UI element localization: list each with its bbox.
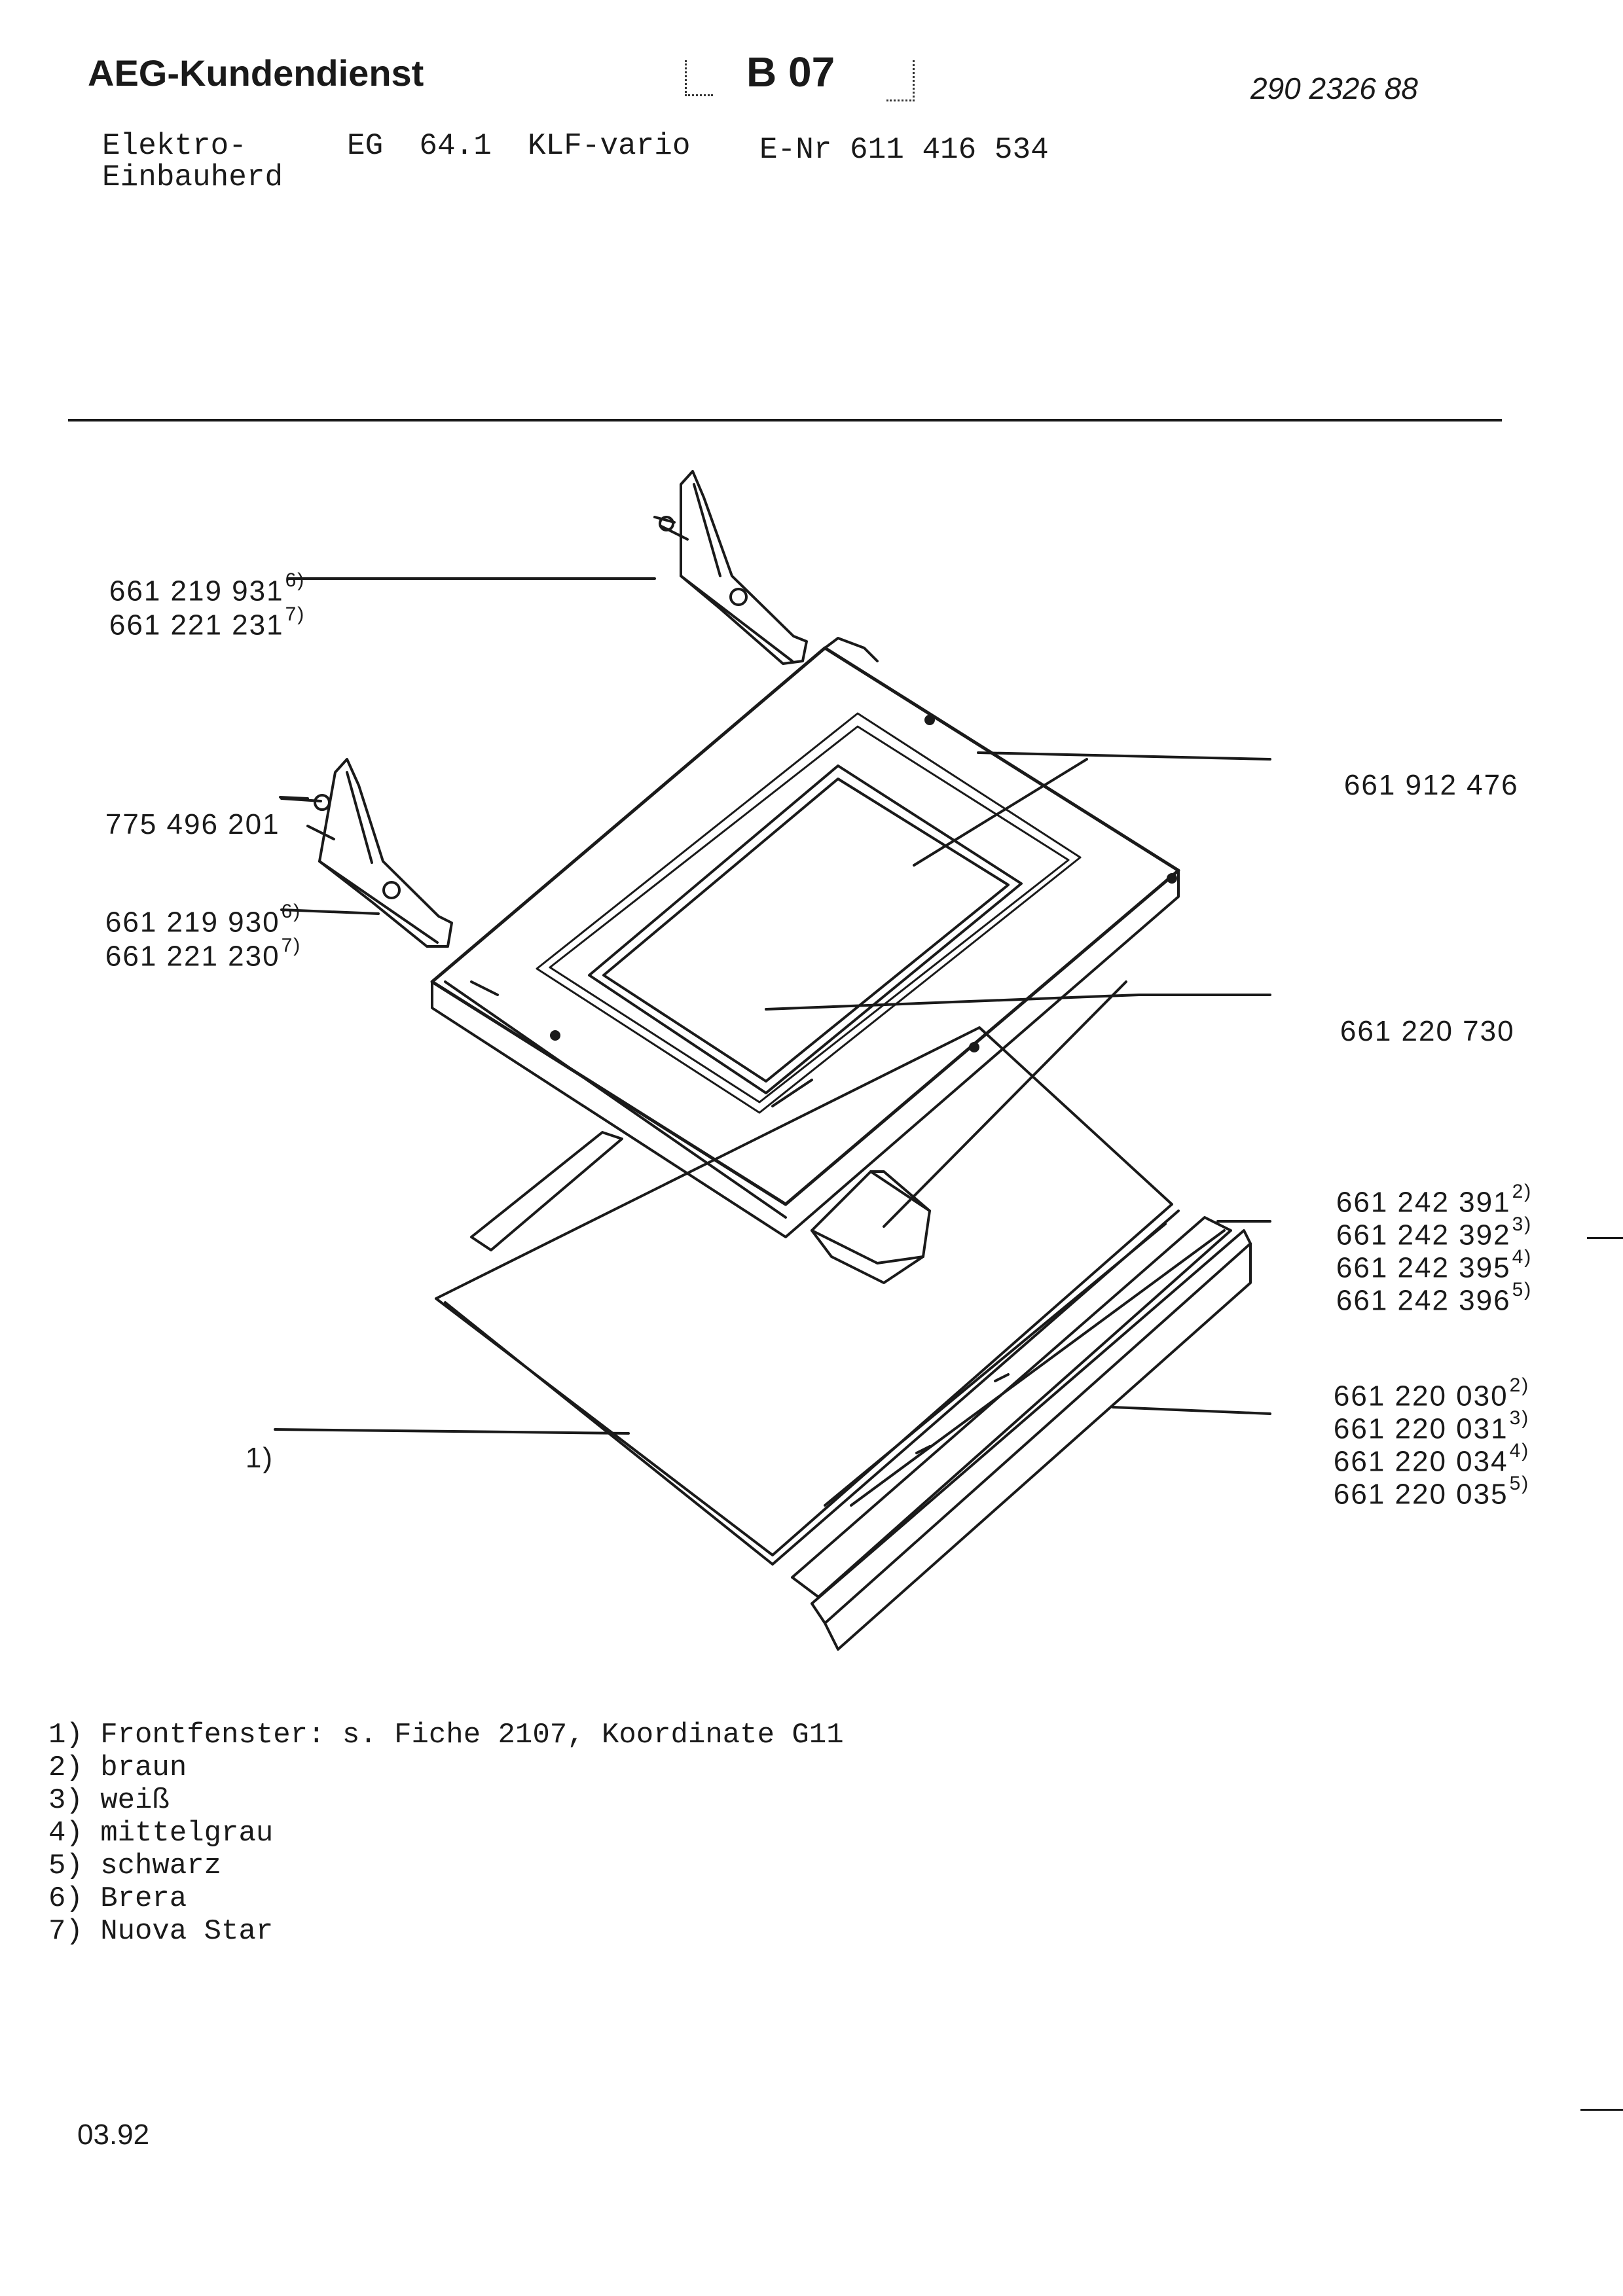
footnote-marker: 1) (48, 1719, 83, 1751)
section-bracket-right (886, 60, 915, 101)
footnote-marker: 4) (48, 1817, 83, 1850)
hinge-left-drawing (280, 758, 453, 948)
part-label-strip-b: 661 220 0313) (1296, 1384, 1529, 1473)
footnote-text: weiß (100, 1784, 170, 1817)
revision-date: 03.92 (77, 2119, 150, 2151)
footnote-text: mittelgrau (100, 1817, 274, 1850)
footnote-text: schwarz (100, 1850, 222, 1882)
footnote-ref: 7) (285, 603, 306, 625)
footnote-ref: 5) (1509, 1473, 1530, 1494)
footnote-ref: 5) (1512, 1279, 1533, 1300)
footnote-2: 2) braun (48, 1751, 187, 1784)
footnote-text: Brera (100, 1882, 187, 1915)
part-label-hinge-left-b: 661 221 2307) (68, 911, 301, 1000)
product-type-line2: Einbauherd (102, 160, 283, 194)
part-number: 661 242 396 (1336, 1284, 1511, 1317)
part-label-hinge-right-a: 661 219 9316) (72, 546, 305, 635)
part-label-handle-d: 661 242 3965) (1299, 1255, 1532, 1344)
footnote-ref: 3) (1512, 1213, 1533, 1235)
footnote-1: 1) Frontfenster: s. Fiche 2107, Koordina… (48, 1719, 844, 1751)
footnote-ref: 6) (285, 569, 306, 591)
part-number: 661 242 391 (1336, 1186, 1511, 1219)
part-number: 661 220 030 (1333, 1380, 1508, 1412)
part-number: 661 242 395 (1336, 1251, 1511, 1284)
footnote-ref: 1) (245, 1442, 274, 1474)
model-designation: EG 64.1 KLF-vario (347, 129, 691, 163)
footnote-ref: 2) (1509, 1374, 1530, 1396)
e-number: E-Nr 611 416 534 (759, 133, 1049, 167)
footnote-ref: 6) (281, 901, 302, 922)
document-number: 290 2326 88 (1250, 71, 1418, 105)
bottom-strip-drawing (791, 1216, 1252, 1651)
part-label-strip-d: 661 220 0355) (1296, 1449, 1529, 1538)
footnote-marker: 6) (48, 1882, 83, 1915)
part-number: 661 220 031 (1333, 1412, 1508, 1445)
exploded-view-drawing (274, 470, 1271, 1651)
part-number: 661 221 231 (109, 609, 284, 641)
footnote-4: 4) mittelgrau (48, 1817, 273, 1850)
door-frame-drawing (430, 637, 1180, 1238)
part-label-strip-c: 661 220 0344) (1296, 1416, 1529, 1505)
footnote-5: 5) schwarz (48, 1850, 221, 1882)
part-number: 661 219 930 (105, 906, 280, 939)
header-rule (68, 419, 1502, 422)
part-number: 661 219 931 (109, 575, 284, 607)
section-bracket-left (685, 60, 713, 96)
part-number: 661 912 476 (1343, 769, 1519, 801)
footnote-ref: 2) (1512, 1181, 1533, 1202)
part-number: 661 220 730 (1340, 1015, 1515, 1047)
part-number: 661 220 035 (1333, 1478, 1508, 1511)
footnote-ref: 4) (1509, 1440, 1530, 1462)
part-label-handle-b: 661 242 3923) (1299, 1190, 1532, 1279)
footnote-7: 7) Nuova Star (48, 1915, 273, 1948)
part-number: 661 220 034 (1333, 1445, 1508, 1478)
part-label-hinge-right-b: 661 221 2317) (72, 580, 305, 669)
part-number: 661 242 392 (1336, 1219, 1511, 1251)
part-label-hinge-left-a: 661 219 9306) (68, 877, 301, 966)
footnote-marker: 5) (48, 1850, 83, 1882)
part-label-strip-a: 661 220 0302) (1296, 1351, 1529, 1440)
footnote-ref: 4) (1512, 1246, 1533, 1268)
footnote-ref: 7) (281, 935, 302, 956)
leader-lines (274, 577, 1271, 1435)
part-label-front-window: 1) (208, 1415, 274, 1501)
footnote-marker: 3) (48, 1784, 83, 1817)
front-window-drawing (435, 1026, 1180, 1566)
footnote-marker: 7) (48, 1915, 83, 1948)
footnote-text: Frontfenster: s. Fiche 2107, Koordinate … (100, 1719, 844, 1751)
footnote-marker: 2) (48, 1751, 83, 1784)
part-number: 661 221 230 (105, 940, 280, 973)
part-label-door-glass: 661 220 730 (1303, 988, 1515, 1075)
right-margin-mark-1 (1587, 1237, 1623, 1239)
part-label-door-frame: 661 912 476 (1307, 742, 1519, 829)
section-code: B 07 (746, 48, 835, 96)
part-label-handle-a: 661 242 3912) (1299, 1157, 1532, 1246)
footnote-6: 6) Brera (48, 1882, 187, 1915)
right-margin-mark-2 (1580, 2109, 1623, 2111)
hinge-right-drawing (653, 470, 808, 665)
footnote-text: braun (100, 1751, 187, 1784)
product-type-line1: Elektro- (102, 129, 247, 163)
part-label-handle-c: 661 242 3954) (1299, 1223, 1532, 1312)
footnote-3: 3) weiß (48, 1784, 170, 1817)
part-label-screw: 775 496 201 (68, 781, 280, 868)
part-number: 775 496 201 (105, 808, 280, 840)
footnote-text: Nuova Star (100, 1915, 274, 1948)
brand-title: AEG-Kundendienst (88, 52, 424, 94)
footnote-ref: 3) (1509, 1407, 1530, 1429)
handle-drawing (811, 1170, 931, 1284)
